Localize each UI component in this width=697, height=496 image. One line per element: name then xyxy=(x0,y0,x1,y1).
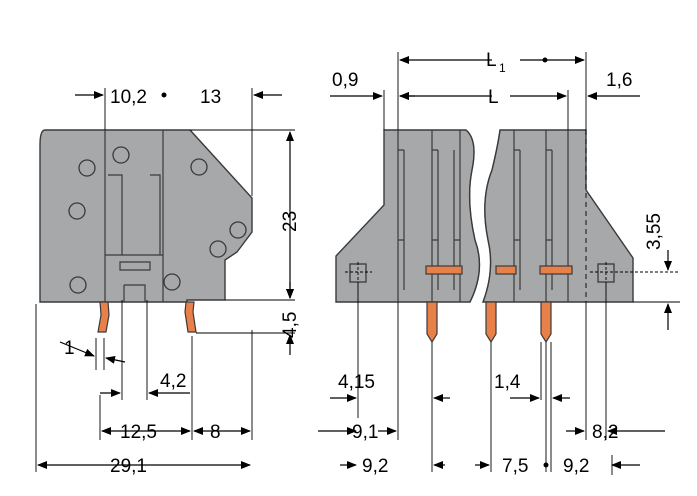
side-view-hole xyxy=(190,158,208,176)
dim-bottom-9-2-right: 9,2 xyxy=(563,456,589,477)
dim-1-4: 1,4 xyxy=(494,372,521,393)
side-view-pin-left xyxy=(97,301,110,333)
dim-4-15: 4,15 xyxy=(338,372,375,393)
front-view-pin xyxy=(426,301,438,344)
dim-L1: L xyxy=(486,50,497,71)
front-view-clamp xyxy=(539,265,573,275)
dim-L: L xyxy=(488,87,499,108)
dim-4-2: 4,2 xyxy=(160,371,186,392)
side-view-hole xyxy=(229,221,247,239)
dim-10-2: 10,2 xyxy=(110,87,147,108)
side-view-hole xyxy=(163,273,181,291)
dim-8: 8 xyxy=(210,422,221,443)
side-view: 10,2 13 23 4,5 1 4,2 12,5 8 xyxy=(35,87,301,477)
dim-1: 1 xyxy=(64,338,75,359)
side-view-slot xyxy=(104,130,164,302)
dim-bottom-7-5: 7,5 xyxy=(502,456,528,477)
dim-13: 13 xyxy=(200,87,221,108)
dim-29-1: 29,1 xyxy=(110,456,147,477)
dim-9-1: 9,1 xyxy=(352,422,378,443)
front-view-pin xyxy=(540,301,552,344)
front-view-clamp xyxy=(425,265,463,275)
dim-12-5: 12,5 xyxy=(120,422,157,443)
dim-4-5: 4,5 xyxy=(280,312,301,338)
dim-23: 23 xyxy=(280,211,301,232)
dim-8-2: 8,2 xyxy=(592,422,618,443)
side-view-latch xyxy=(123,284,146,302)
dim-0-9: 0,9 xyxy=(332,70,358,91)
side-view-pin-right xyxy=(184,301,197,333)
side-view-hole xyxy=(69,276,87,294)
front-view-pin xyxy=(485,301,497,344)
dim-3-55: 3,55 xyxy=(644,213,665,250)
dim-1-6: 1,6 xyxy=(606,70,632,91)
side-view-hole xyxy=(112,146,130,164)
dim-bottom-9-2-left: 9,2 xyxy=(362,456,388,477)
side-view-hole xyxy=(68,202,86,220)
side-view-hole xyxy=(209,240,227,258)
front-view: L 1 L 0,9 1,6 3,55 4,15 1,4 xyxy=(318,50,680,477)
front-view-contacts xyxy=(397,130,569,302)
side-view-hole xyxy=(78,159,96,177)
dim-L1-sub: 1 xyxy=(499,61,506,75)
front-view-clamp xyxy=(495,265,517,275)
